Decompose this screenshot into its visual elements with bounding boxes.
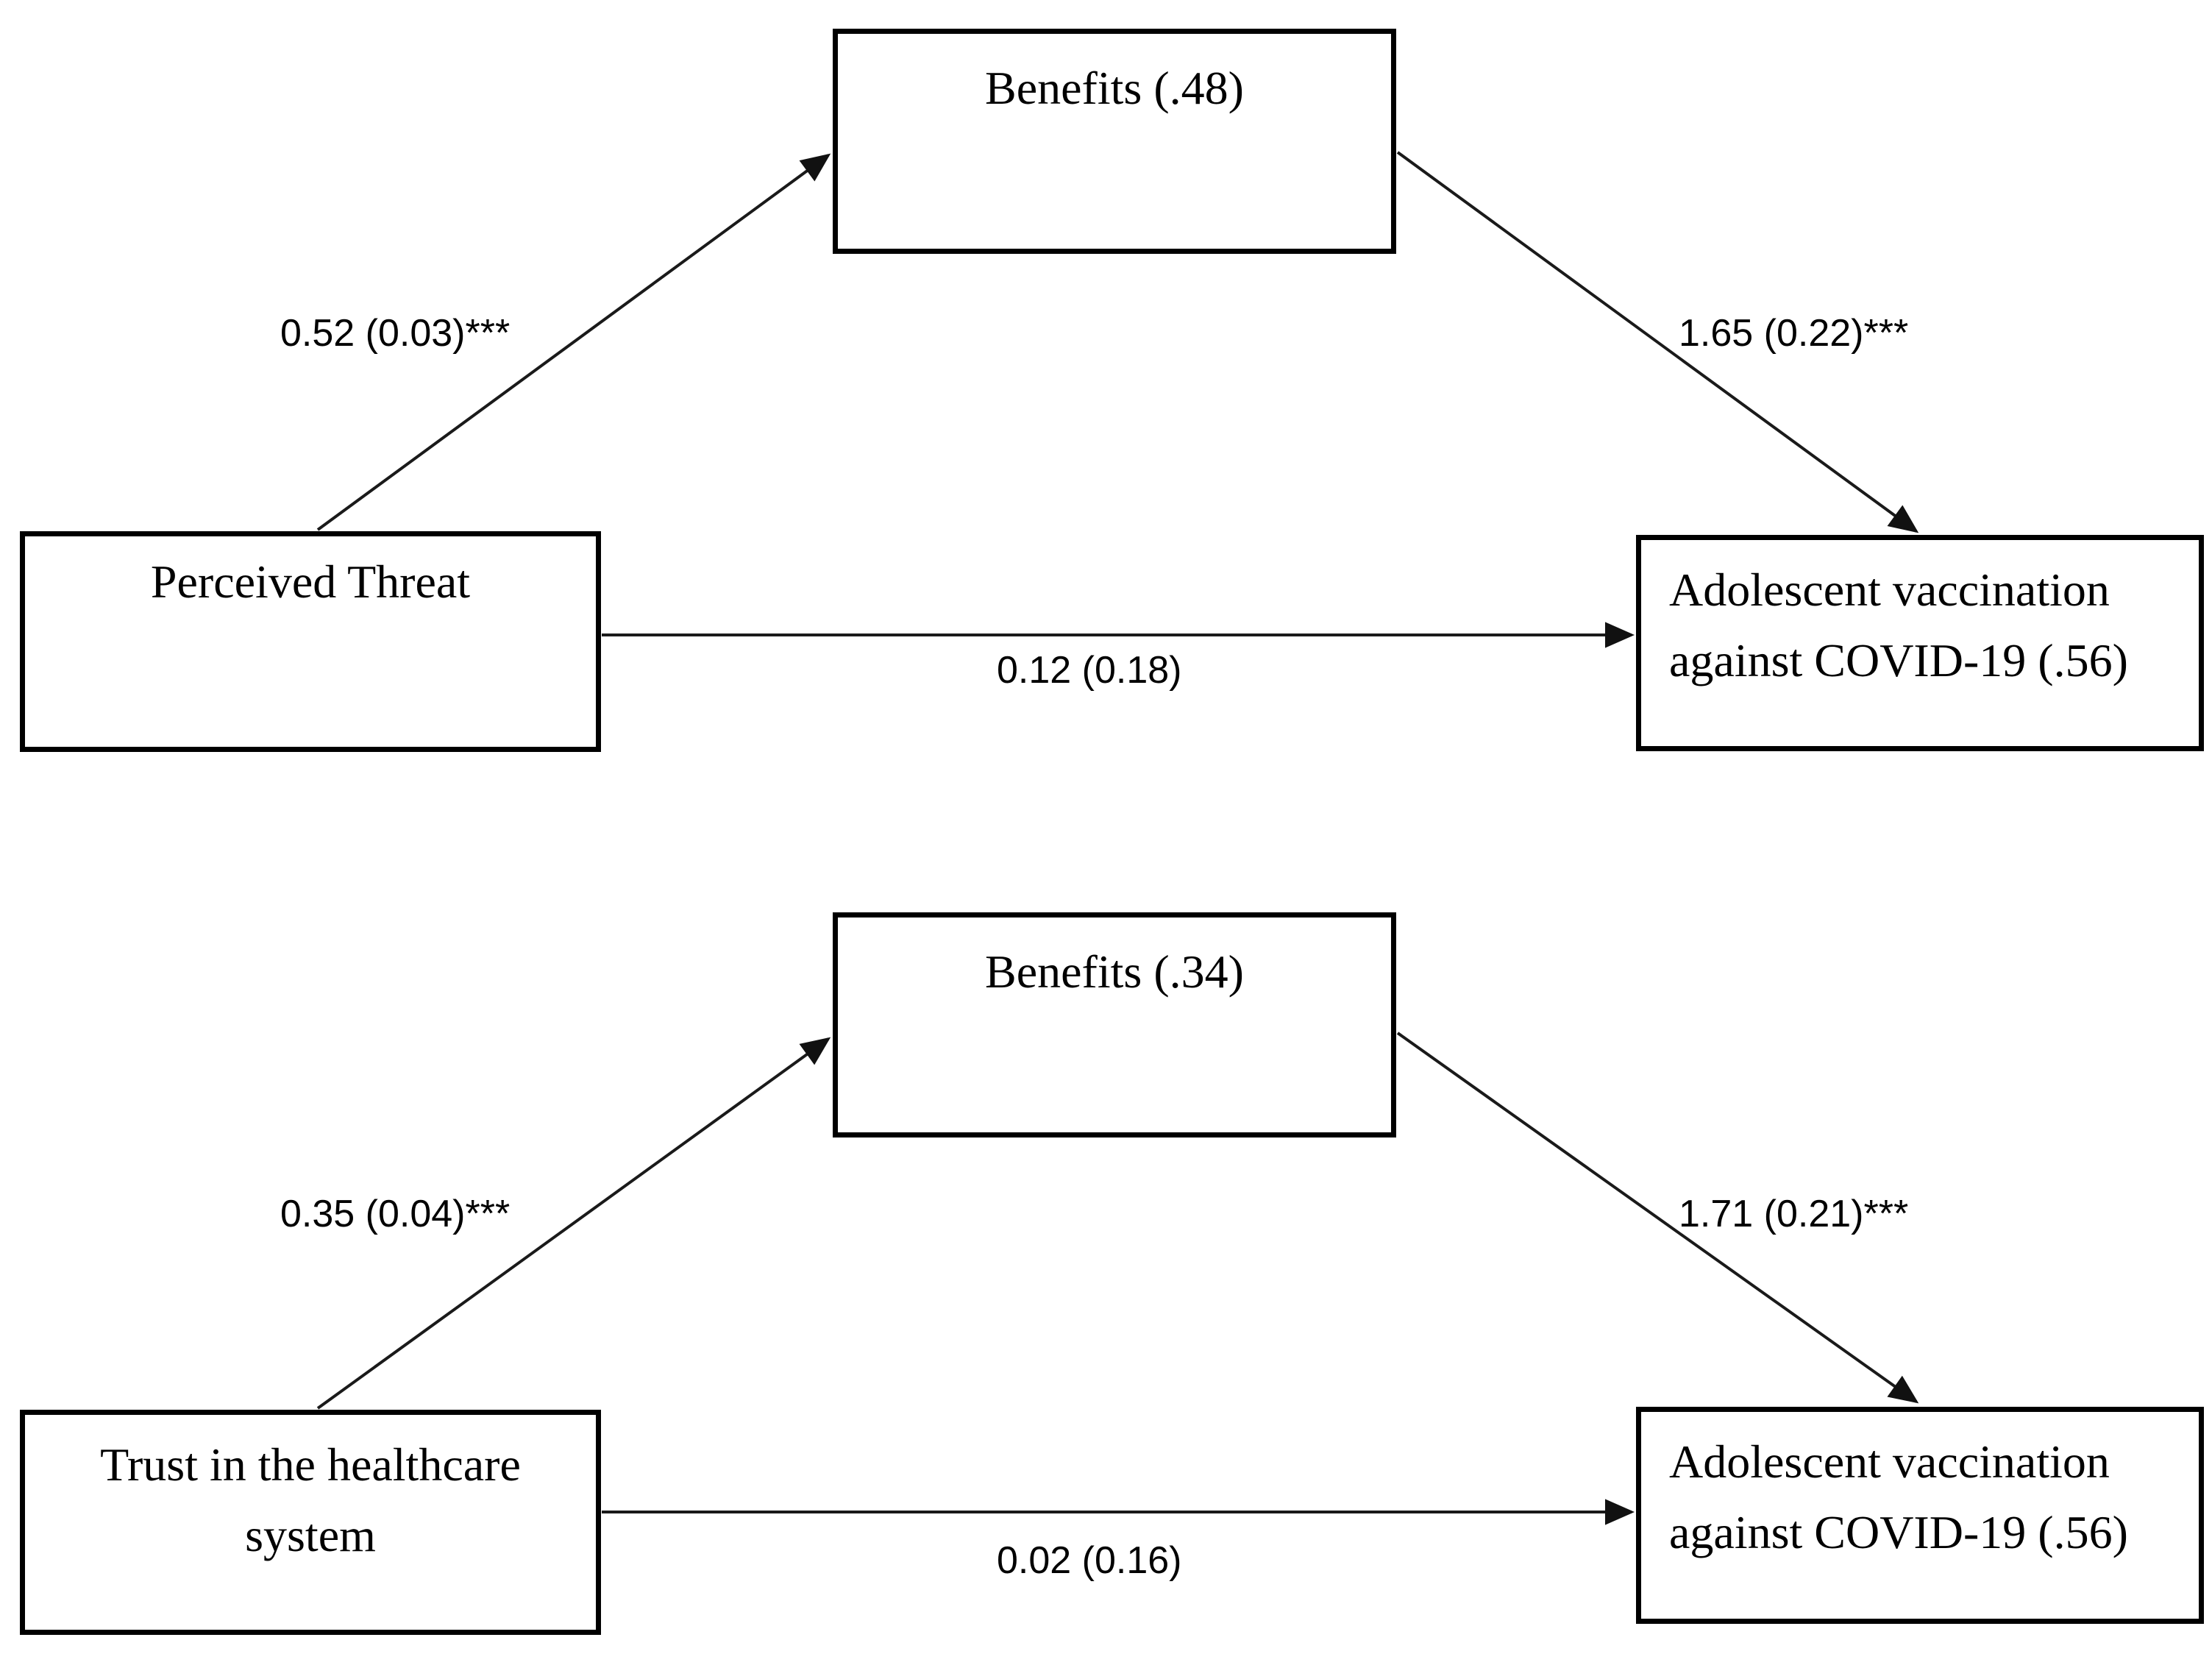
path-a-coefficient-bottom: 0.35 (0.04)*** [280,1193,511,1235]
arrow-predictor-to-mediator-top [316,153,831,531]
mediator-box-top: Benefits (.48) [833,29,1396,254]
path-c-coefficient-top: 0.12 (0.18) [997,649,1182,692]
arrow-mediator-to-outcome-top [1396,151,1919,533]
predictor-box-top: Perceived Threat [20,531,601,752]
outcome-box-top: Adolescent vaccination against COVID-19 … [1636,535,2204,751]
path-a-coefficient-top: 0.52 (0.03)*** [280,312,511,355]
arrow-mediator-to-outcome-bottom [1396,1032,1919,1404]
predictor-box-bottom: Trust in the healthcare system [20,1410,601,1635]
path-c-coefficient-bottom: 0.02 (0.16) [997,1539,1182,1582]
mediator-box-bottom: Benefits (.34) [833,912,1396,1137]
arrow-predictor-to-mediator-bottom [316,1037,831,1410]
path-b-coefficient-bottom: 1.71 (0.21)*** [1679,1193,1909,1235]
path-b-coefficient-top: 1.65 (0.22)*** [1679,312,1909,355]
outcome-box-bottom: Adolescent vaccination against COVID-19 … [1636,1407,2204,1624]
